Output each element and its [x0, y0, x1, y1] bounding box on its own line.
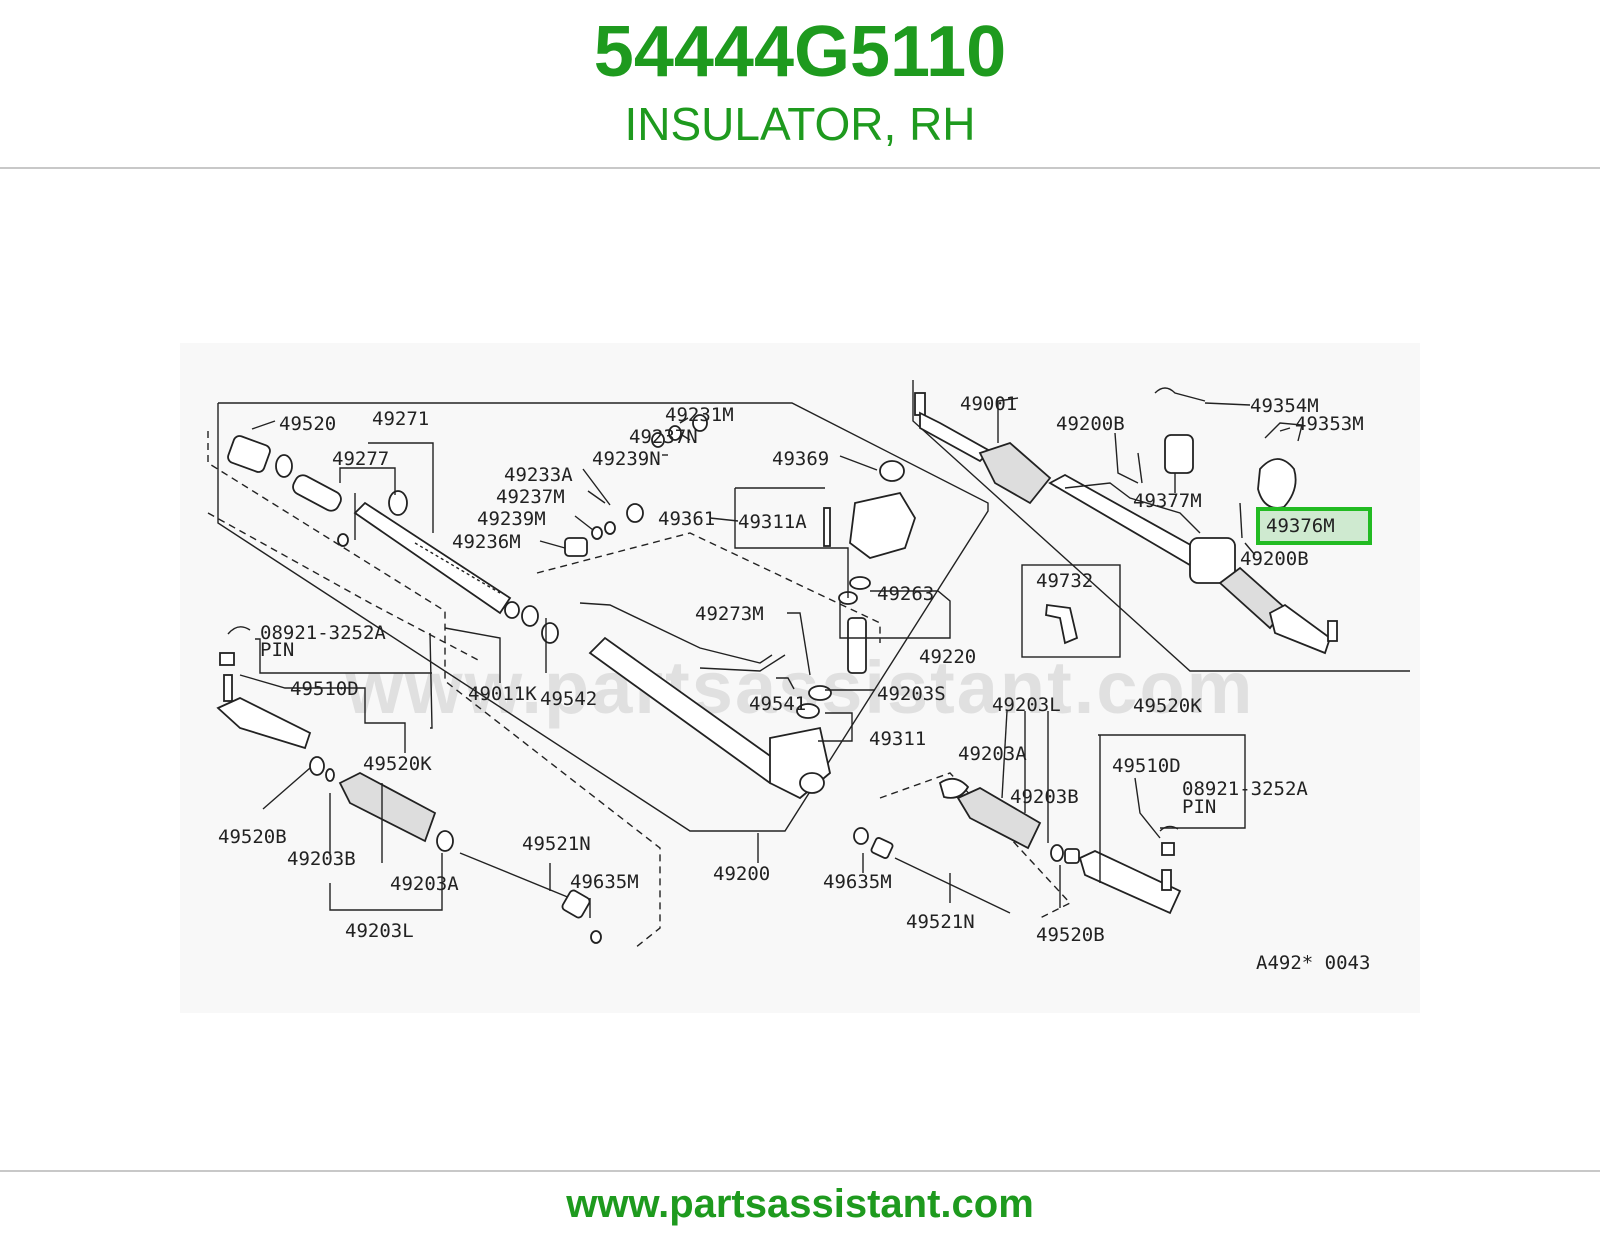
label-49520B-left: 49520B: [218, 826, 287, 848]
part-number-title: 54444G5110: [593, 12, 1007, 92]
footer-website-link[interactable]: www.partsassistant.com: [566, 1182, 1034, 1226]
left-tie-rod: [216, 626, 602, 944]
bracket-inset-box: [1021, 564, 1121, 658]
label-49521N-left: 49521N: [522, 833, 591, 855]
parts-diagram: www.partsassistant.com: [180, 343, 1420, 1013]
label-49233A: 49233A: [504, 464, 573, 486]
label-49200B-mid: 49200B: [1240, 548, 1309, 570]
label-49377M: 49377M: [1133, 490, 1202, 512]
label-49353M: 49353M: [1295, 413, 1364, 435]
rack-tube-left: [227, 435, 559, 644]
label-49220: 49220: [919, 646, 976, 668]
label-49200B-top: 49200B: [1056, 413, 1125, 435]
label-49635M-right: 49635M: [823, 871, 892, 893]
label-49001: 49001: [960, 393, 1017, 415]
label-49542: 49542: [540, 688, 597, 710]
label-49277: 49277: [332, 448, 389, 470]
label-49521N-right: 49521N: [906, 911, 975, 933]
page-header: 54444G5110 INSULATOR, RH: [0, 0, 1600, 168]
label-49200: 49200: [713, 863, 770, 885]
highlighted-part-49376M[interactable]: 49376M: [1256, 507, 1372, 545]
gear-tube-center: [579, 602, 831, 800]
leader-lines: [239, 397, 1291, 918]
label-49510D-left: 49510D: [290, 678, 359, 700]
label-49520B-right: 49520B: [1036, 924, 1105, 946]
diagram-drawing: 49520 49271 49277 49231M 49237N 49239N 4…: [207, 380, 1410, 974]
label-49311A: 49311A: [738, 511, 807, 533]
center-dashed-guide: [536, 532, 881, 643]
label-49203B-left: 49203B: [287, 848, 356, 870]
label-49541: 49541: [749, 693, 806, 715]
label-49203L-right: 49203L: [992, 694, 1061, 716]
label-49203L-left: 49203L: [345, 920, 414, 942]
part-name-subtitle: INSULATOR, RH: [624, 98, 976, 150]
label-49203B-right: 49203B: [1010, 786, 1079, 808]
label-49237M: 49237M: [496, 486, 565, 508]
label-49354M: 49354M: [1250, 395, 1319, 417]
label-49271: 49271: [372, 408, 429, 430]
label-49520K-right: 49520K: [1133, 695, 1202, 717]
label-49635M-left: 49635M: [570, 871, 639, 893]
label-49011K: 49011K: [468, 683, 537, 705]
label-49239N: 49239N: [592, 448, 661, 470]
label-49361: 49361: [658, 508, 715, 530]
label-08921-3252A-right: 08921-3252A: [1182, 778, 1308, 800]
label-49376M: 49376M: [1266, 515, 1335, 537]
label-49273M: 49273M: [695, 603, 764, 625]
header-divider: [0, 167, 1600, 169]
label-49203A-right: 49203A: [958, 743, 1027, 765]
highlight-box: [1256, 507, 1372, 545]
label-08921-3252A-left: 08921-3252A: [260, 622, 386, 644]
label-49311: 49311: [869, 728, 926, 750]
figure-code: A492* 0043: [1256, 952, 1370, 974]
left-dashed-guide: [207, 431, 661, 949]
label-49510D-right: 49510D: [1112, 755, 1181, 777]
gear-housing: [823, 491, 916, 559]
right-tie-rod: [853, 777, 1182, 915]
label-49239M: 49239M: [477, 508, 546, 530]
label-pin-right: PIN: [1182, 796, 1216, 818]
label-49263: 49263: [877, 583, 934, 605]
label-49237N: 49237N: [629, 426, 698, 448]
label-49369: 49369: [772, 448, 829, 470]
left-lower-dashed-guide: [207, 512, 481, 662]
footer-divider: [0, 1170, 1600, 1172]
right-assembly-frame: [912, 380, 1410, 672]
label-49732: 49732: [1036, 570, 1093, 592]
label-49520K-left: 49520K: [363, 753, 432, 775]
label-49203S: 49203S: [877, 683, 946, 705]
label-49231M: 49231M: [665, 404, 734, 426]
bracket-49732: [1045, 603, 1079, 645]
label-49236M: 49236M: [452, 531, 521, 553]
label-pin-left: PIN: [260, 639, 294, 661]
label-49203A-left: 49203A: [390, 873, 459, 895]
rack-assembly-right: [914, 387, 1338, 655]
left-assembly-outline: [217, 402, 989, 832]
label-49520: 49520: [279, 413, 336, 435]
